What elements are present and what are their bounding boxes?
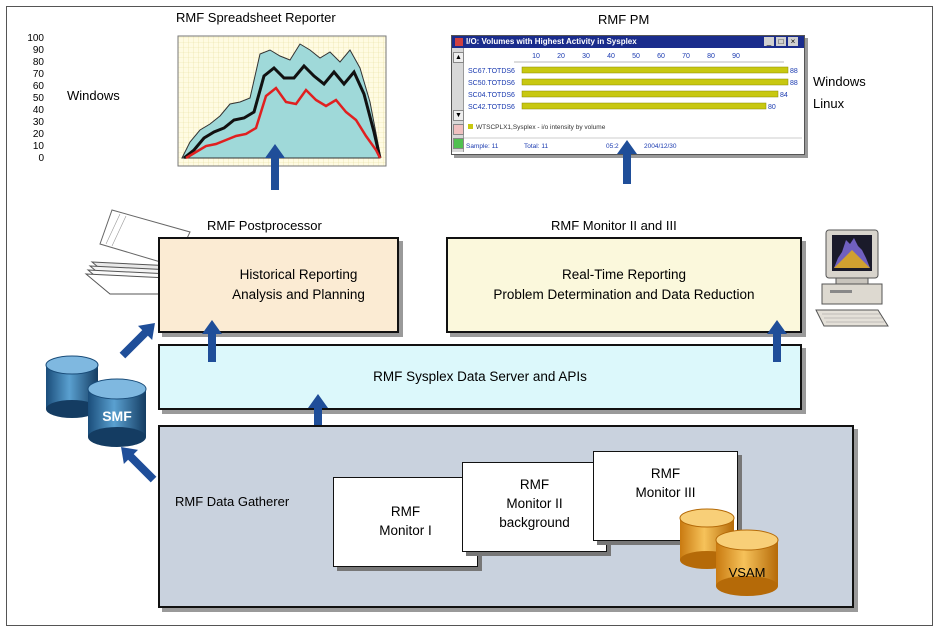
pm-status-sample: Sample: 11 (466, 143, 499, 150)
svg-text:90: 90 (732, 53, 740, 60)
up-arrow-icon (265, 144, 285, 190)
pm-bar-value: 84 (780, 92, 788, 99)
smf-database-icon: SMF (45, 355, 147, 447)
monitor2-line3: background (499, 515, 570, 530)
svg-text:50: 50 (33, 93, 45, 104)
svg-text:50: 50 (632, 53, 640, 60)
spreadsheet-reporter-title: RMF Spreadsheet Reporter (176, 10, 336, 25)
svg-text:40: 40 (33, 105, 45, 116)
minimize-icon[interactable]: _ (764, 37, 774, 46)
series-red (185, 86, 382, 160)
pm-bar-value: 88 (790, 68, 798, 75)
pm-bar-values: 88 88 84 80 (768, 68, 798, 111)
monitor1-box: RMF Monitor I (333, 477, 478, 567)
svg-text:100: 100 (27, 33, 44, 44)
monitor2-line1: RMF (519, 477, 550, 492)
monitor2-line2: Monitor II (506, 496, 563, 511)
pm-left-toolbar: ▲ ▼ (452, 48, 464, 152)
smf-label: SMF (102, 408, 132, 424)
postprocessor-line1: Historical Reporting (239, 267, 358, 282)
pm-platform-line1: Windows (813, 74, 866, 89)
up-arrow-icon (767, 320, 787, 362)
postprocessor-box: Historical Reporting Analysis and Planni… (158, 237, 399, 333)
svg-text:70: 70 (33, 69, 45, 80)
pm-status-total: Total: 11 (524, 143, 548, 150)
monitor23-label: RMF Monitor II and III (551, 218, 677, 233)
pm-bar (521, 66, 789, 74)
svg-text:10: 10 (33, 141, 45, 152)
monitor1-line2: Monitor I (379, 523, 432, 538)
y-axis-ticks: 100 90 80 70 60 50 40 30 20 10 0 (27, 33, 44, 164)
spreadsheet-reporter-chart: 100 90 80 70 60 50 40 30 20 10 0 (27, 33, 387, 167)
svg-text:60: 60 (657, 53, 665, 60)
svg-text:70: 70 (682, 53, 690, 60)
pm-row-label: SC42.TOTDS6 (468, 104, 515, 111)
diagonal-arrow-icon (119, 323, 155, 359)
vsam-database-icon: VSAM (679, 508, 779, 596)
postprocessor-line2: Analysis and Planning (232, 287, 365, 302)
pm-title: RMF PM (598, 12, 650, 27)
app-icon (455, 38, 463, 46)
legend-swatch (468, 124, 473, 129)
data-server-box: RMF Sysplex Data Server and APIs (158, 344, 802, 410)
up-arrow-icon (308, 394, 328, 436)
vsam-label: VSAM (729, 565, 766, 580)
data-gatherer-label: RMF Data Gatherer (175, 494, 290, 509)
svg-text:60: 60 (33, 81, 45, 92)
maximize-icon[interactable]: □ (776, 37, 786, 46)
pm-legend: WTSCPLX1,Sysplex - i/o intensity by volu… (476, 124, 606, 131)
monitor2-box: RMF Monitor II background (462, 462, 607, 552)
play-icon[interactable] (453, 138, 464, 149)
area-band (181, 43, 381, 159)
monitor23-line2: Problem Determination and Data Reduction (493, 287, 755, 302)
pm-window: I/O: Volumes with Highest Activity in Sy… (451, 35, 805, 155)
diagonal-arrow-icon (121, 447, 157, 483)
pm-window-title: I/O: Volumes with Highest Activity in Sy… (466, 37, 637, 46)
postprocessor-label: RMF Postprocessor (207, 218, 322, 233)
diagram-frame (6, 6, 933, 626)
spreadsheet-platform-label: Windows (67, 88, 120, 103)
monitor1-line1: RMF (390, 504, 421, 519)
svg-text:80: 80 (707, 53, 715, 60)
monitor3-line1: RMF (650, 466, 681, 481)
up-arrow-icon (202, 320, 222, 362)
data-server-label: RMF Sysplex Data Server and APIs (373, 369, 587, 384)
pm-bar-value: 88 (790, 80, 798, 87)
monitor23-line1: Real-Time Reporting (561, 267, 687, 282)
svg-text:40: 40 (607, 53, 615, 60)
pm-status-time: 05:2 (606, 143, 619, 150)
monitor23-box: Real-Time Reporting Problem Determinatio… (446, 237, 802, 333)
pm-row-labels: SC67.TOTDS6 SC50.TOTDS6 SC04.TOTDS6 SC42… (468, 68, 515, 111)
up-arrow-icon (617, 140, 637, 184)
svg-text:30: 30 (33, 117, 45, 128)
close-icon[interactable]: × (788, 37, 798, 46)
pm-bar (521, 102, 767, 110)
pm-titlebar: I/O: Volumes with Highest Activity in Sy… (452, 36, 804, 48)
pm-bar (521, 78, 789, 86)
svg-text:10: 10 (532, 53, 540, 60)
svg-text:0: 0 (38, 153, 44, 164)
pm-row-label: SC67.TOTDS6 (468, 68, 515, 75)
pm-status-bar: Sample: 11 Total: 11 05:2 2004/12/30 (466, 143, 677, 150)
pm-status-date: 2004/12/30 (644, 143, 677, 150)
pm-row-label: SC04.TOTDS6 (468, 92, 515, 99)
svg-text:20: 20 (557, 53, 565, 60)
pm-platform-line2: Linux (813, 96, 845, 111)
series-black (183, 63, 382, 160)
monitor3-line2: Monitor III (635, 485, 696, 500)
pm-bar (521, 90, 779, 98)
svg-text:90: 90 (33, 45, 45, 56)
chart-tool-icon[interactable] (453, 124, 464, 135)
pm-bar-chart: 10 20 30 40 50 60 70 80 90 SC67.TOTDS6 S… (464, 53, 802, 150)
svg-text:80: 80 (33, 57, 45, 68)
pm-bar-value: 80 (768, 104, 776, 111)
svg-text:30: 30 (582, 53, 590, 60)
scroll-down-icon[interactable]: ▼ (453, 110, 464, 121)
computer-icon (815, 229, 889, 327)
pm-axis-ticks: 10 20 30 40 50 60 70 80 90 (532, 53, 740, 60)
pm-row-label: SC50.TOTDS6 (468, 80, 515, 87)
svg-text:20: 20 (33, 129, 45, 140)
scroll-up-icon[interactable]: ▲ (453, 52, 464, 63)
